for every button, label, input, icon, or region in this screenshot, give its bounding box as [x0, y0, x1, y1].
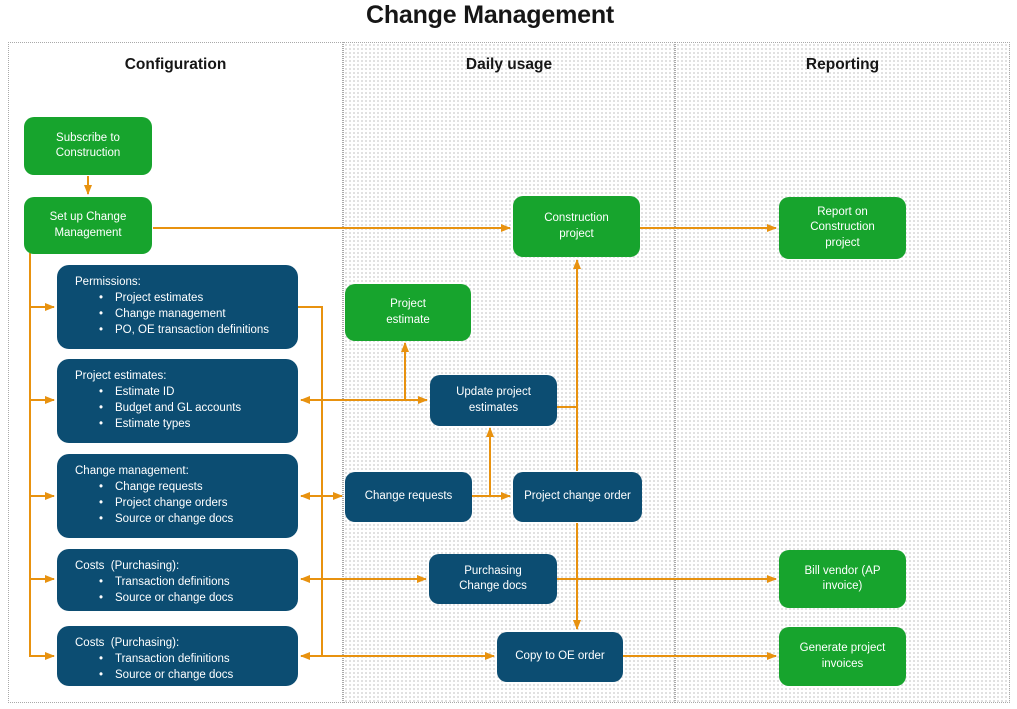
- node-bill-vendor-ap-invoice: Bill vendor (AP invoice): [779, 550, 906, 608]
- node-bullet-list: Transaction definitionsSource or change …: [75, 651, 286, 683]
- node-set-up-change-management: Set up Change Management: [24, 197, 152, 254]
- node-project-change-order: Project change order: [513, 472, 642, 522]
- node-purchasing-change-docs: Purchasing Change docs: [429, 554, 557, 604]
- node-title: Costs (Purchasing):: [75, 560, 180, 572]
- node-label: Construction project: [544, 212, 609, 240]
- bullet-item: Estimate types: [75, 416, 286, 432]
- node-title: Costs (Purchasing):: [75, 637, 180, 649]
- bullet-item: Budget and GL accounts: [75, 400, 286, 416]
- bullet-item: Source or change docs: [75, 590, 286, 606]
- lane-reporting-header: Reporting: [805, 56, 880, 73]
- node-costs-purchasing-2: Costs (Purchasing): Transaction definiti…: [57, 626, 298, 686]
- node-label: Bill vendor (AP invoice): [804, 564, 881, 592]
- node-copy-to-oe-order: Copy to OE order: [497, 632, 623, 682]
- bullet-item: Transaction definitions: [75, 574, 286, 590]
- node-costs-purchasing-1: Costs (Purchasing): Transaction definiti…: [57, 549, 298, 611]
- arrow-setup-spine-to-costs2: [29, 253, 55, 660]
- node-report-on-construction-project: Report on Construction project: [779, 197, 906, 259]
- node-label: Set up Change Management: [49, 211, 127, 239]
- bullet-item: Transaction definitions: [75, 651, 286, 667]
- bullet-item: Estimate ID: [75, 384, 286, 400]
- node-bullet-list: Estimate IDBudget and GL accountsEstimat…: [75, 384, 286, 432]
- bullet-item: Source or change docs: [75, 511, 286, 527]
- node-subscribe-to-construction: Subscribe to Construction: [24, 117, 152, 175]
- node-generate-project-invoices: Generate project invoices: [779, 627, 906, 686]
- node-label: Subscribe to Construction: [55, 131, 121, 159]
- node-label: Generate project invoices: [799, 642, 886, 670]
- bullet-item: Change requests: [75, 479, 286, 495]
- node-label: Report on Construction project: [810, 206, 875, 249]
- node-update-project-estimates: Update project estimates: [430, 375, 557, 426]
- page-title: Change Management: [365, 1, 615, 29]
- node-change-requests: Change requests: [345, 472, 472, 522]
- bullet-item: Project estimates: [75, 290, 286, 306]
- node-label: Change requests: [364, 490, 453, 503]
- lane-configuration-header: Configuration: [124, 56, 227, 73]
- node-title: Change management:: [75, 465, 189, 477]
- node-change-management-config: Change management: Change requestsProjec…: [57, 454, 298, 538]
- node-label: Project change order: [524, 490, 631, 503]
- node-project-estimate: Project estimate: [345, 284, 471, 341]
- lane-daily-usage-header: Daily usage: [465, 56, 553, 73]
- node-label: Project estimate: [386, 298, 430, 326]
- line-permissions-elbow-down: [298, 306, 323, 655]
- node-title: Project estimates:: [75, 370, 167, 382]
- node-bullet-list: Transaction definitionsSource or change …: [75, 574, 286, 606]
- bullet-item: Change management: [75, 306, 286, 322]
- bullet-item: PO, OE transaction definitions: [75, 322, 286, 338]
- node-label: Purchasing Change docs: [459, 564, 527, 592]
- bullet-item: Source or change docs: [75, 667, 286, 683]
- node-construction-project: Construction project: [513, 196, 640, 257]
- node-title: Permissions:: [75, 276, 141, 288]
- node-project-estimates-config: Project estimates: Estimate IDBudget and…: [57, 359, 298, 443]
- bullet-item: Project change orders: [75, 495, 286, 511]
- node-label: Copy to OE order: [515, 650, 605, 663]
- node-label: Update project estimates: [456, 386, 531, 414]
